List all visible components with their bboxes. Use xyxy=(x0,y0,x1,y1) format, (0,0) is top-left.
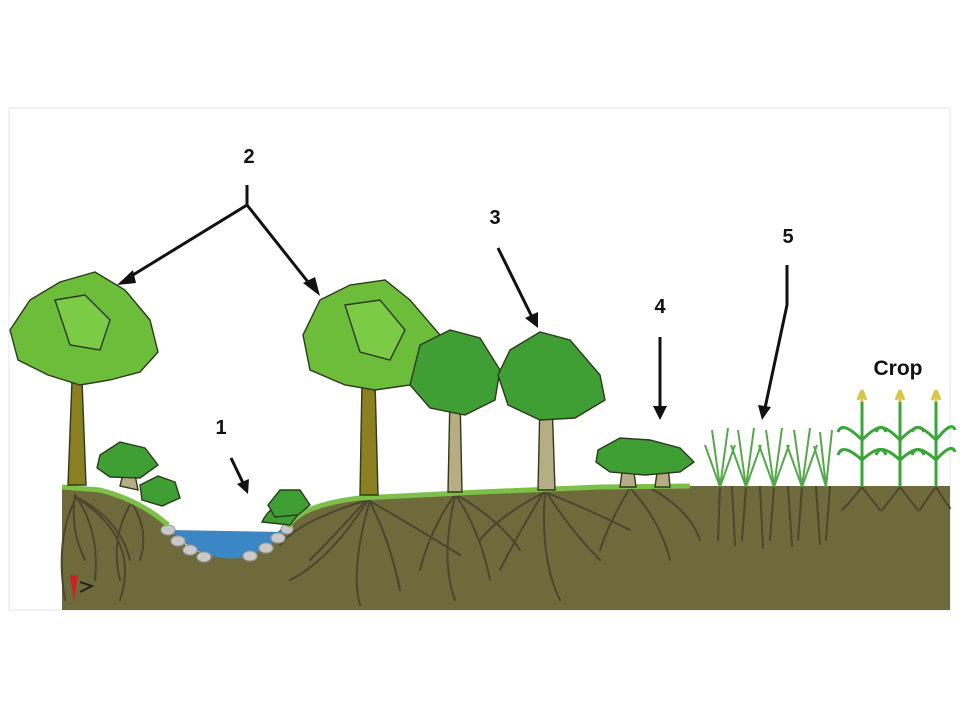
stream-water xyxy=(170,530,285,559)
crop-label: Crop xyxy=(874,357,923,380)
crop-plant-2 xyxy=(874,389,926,487)
shrubs-streambank xyxy=(96,441,311,526)
arrow-zone3 xyxy=(496,247,538,328)
crop-plants xyxy=(836,389,957,487)
arrow-zone2 xyxy=(117,185,320,296)
shrub-zone4 xyxy=(595,437,696,488)
tree-zone3-b xyxy=(497,331,606,491)
root-systems xyxy=(60,486,951,606)
corner-logo-mark xyxy=(70,575,95,602)
arrow-zone1 xyxy=(229,457,249,494)
crop-plant-1 xyxy=(836,389,888,487)
stream-bank-stones xyxy=(160,523,294,563)
zone-label-3: 3 xyxy=(489,207,500,229)
zone-label-1: 1 xyxy=(215,417,226,439)
arrow-zone4 xyxy=(653,337,667,420)
tree-zone3-a xyxy=(409,329,501,493)
zone-label-4: 4 xyxy=(654,296,666,318)
crop-plant-3 xyxy=(910,389,957,487)
zone-label-2: 2 xyxy=(243,146,254,168)
zone-label-5: 5 xyxy=(782,226,793,248)
soil-cross-section xyxy=(62,486,950,610)
arrow-zone5 xyxy=(758,265,789,420)
grass-zone5 xyxy=(704,427,833,488)
tree-left-mature xyxy=(9,271,159,486)
tree-center-mature xyxy=(302,279,441,496)
